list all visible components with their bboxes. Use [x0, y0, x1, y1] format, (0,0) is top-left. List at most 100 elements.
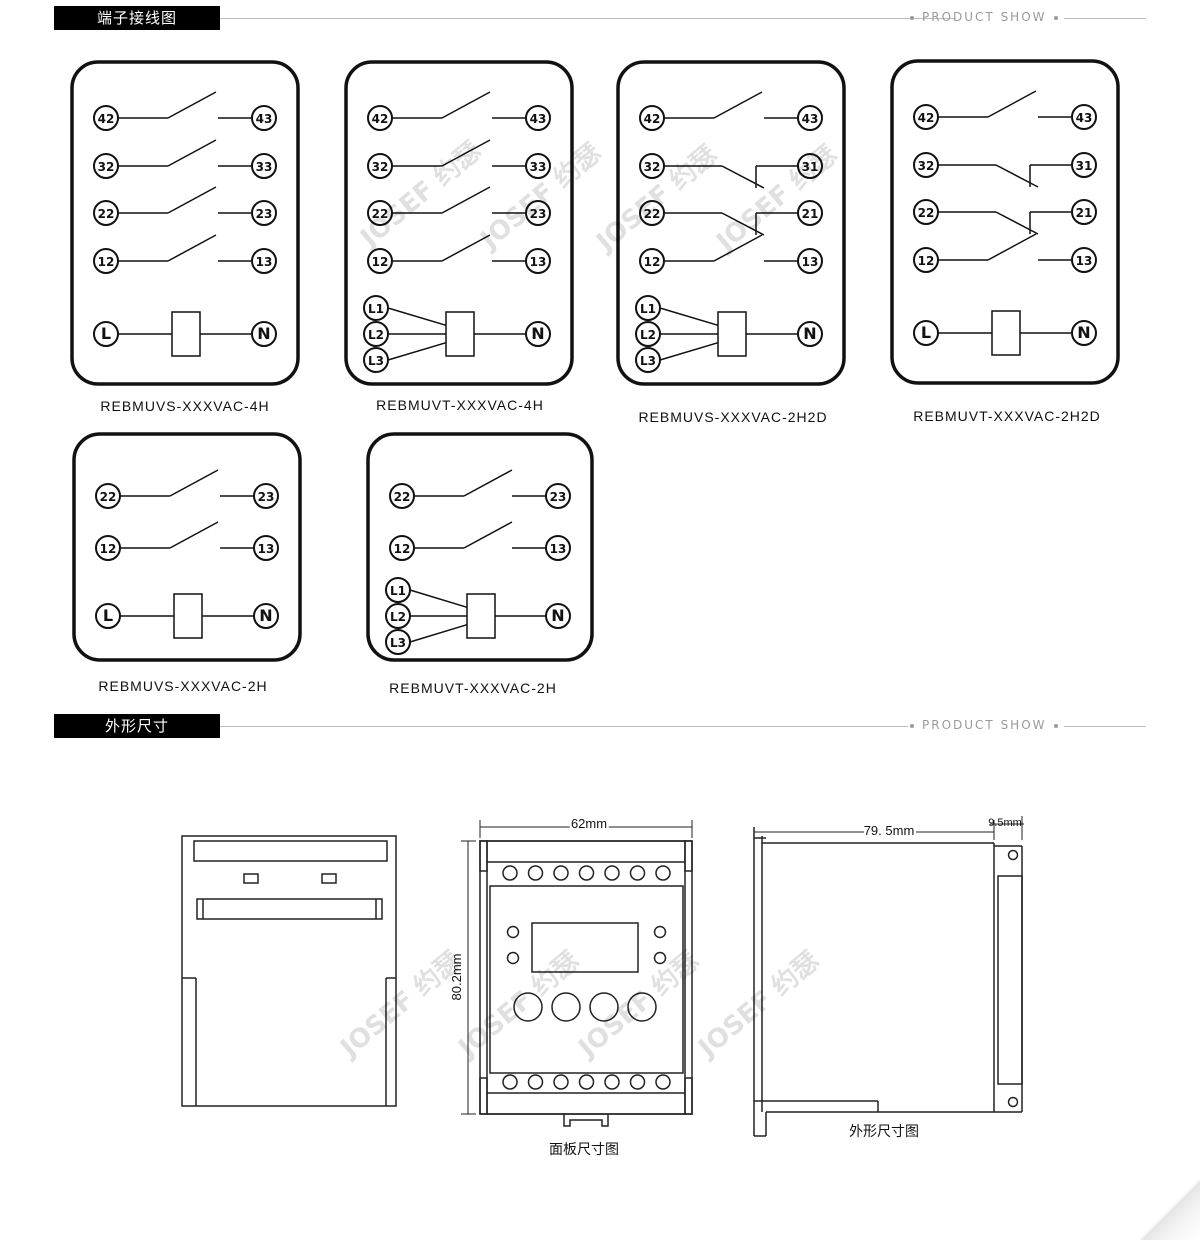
divider — [220, 18, 956, 19]
terminal-32: 32 — [639, 153, 665, 179]
panel-button — [627, 992, 657, 1022]
contact-switch — [938, 90, 1072, 118]
terminal-label: N — [551, 606, 564, 625]
terminal-label: L2 — [390, 610, 406, 624]
terminal-label: 33 — [530, 160, 547, 174]
terminal-label: 22 — [372, 207, 389, 221]
terminal-label: 42 — [918, 111, 935, 125]
terminal-label: 13 — [530, 255, 547, 269]
indicator-led — [506, 951, 520, 965]
contact-switch — [392, 139, 526, 167]
terminal-hole — [604, 1074, 620, 1090]
product-show-tag: PRODUCT SHOW — [922, 10, 1047, 24]
terminal-22: 22 — [639, 200, 665, 226]
dimension-section-header: 外形尺寸 PRODUCT SHOW — [54, 714, 1146, 740]
terminal-L: L — [913, 320, 939, 346]
terminal-N: N — [1071, 320, 1097, 346]
terminal-13: 13 — [545, 535, 571, 561]
terminal-N: N — [545, 603, 571, 629]
terminal-label: 12 — [394, 542, 411, 556]
terminal-hole — [527, 1074, 544, 1090]
diagram-frame — [890, 59, 1120, 385]
terminal-label: 43 — [256, 112, 273, 126]
panel-button — [551, 992, 581, 1022]
front-panel-drawing — [461, 820, 693, 1127]
terminal-label: N — [531, 324, 544, 343]
terminal-32: 32 — [913, 152, 939, 178]
terminal-13: 13 — [1071, 247, 1097, 273]
terminal-label: 12 — [372, 255, 389, 269]
terminal-L1: L1 — [385, 577, 411, 603]
terminal-label: 22 — [644, 207, 661, 221]
side-view-drawing — [181, 835, 397, 1107]
outline-view-drawing — [753, 816, 1024, 1137]
terminal-label: 22 — [394, 490, 411, 504]
terminal-21: 21 — [797, 200, 823, 226]
terminal-label: L — [101, 324, 111, 343]
wiring-section-title: 端子接线图 — [54, 6, 220, 30]
terminal-hole — [527, 865, 544, 881]
terminal-12: 12 — [367, 248, 393, 274]
watermark-layer: JOSEF 约瑟 JOSEF 约瑟 JOSEF 约瑟 JOSEF 约瑟 JOSE… — [333, 135, 843, 1065]
terminal-label: 12 — [918, 254, 935, 268]
watermark: JOSEF 约瑟 — [353, 135, 487, 255]
terminal-L2: L2 — [635, 321, 661, 347]
terminal-hole — [604, 865, 620, 881]
terminal-43: 43 — [251, 105, 277, 131]
terminal-33: 33 — [251, 153, 277, 179]
terminal-label: N — [257, 324, 270, 343]
terminal-label: 32 — [372, 160, 389, 174]
terminal-label: L2 — [368, 328, 384, 342]
model-label: REBMUVS-XXXVAC-2H — [98, 678, 268, 694]
indicator-led — [506, 925, 520, 939]
terminal-label: 13 — [1076, 254, 1093, 268]
model-label: REBMUVT-XXXVAC-2H2D — [913, 408, 1101, 424]
bullet-dot — [910, 724, 914, 728]
relay-coil — [466, 593, 496, 639]
terminal-label: N — [259, 606, 272, 625]
divider — [1064, 18, 1146, 19]
terminal-hole — [553, 865, 569, 881]
terminal-13: 13 — [253, 535, 279, 561]
indicator-led — [653, 951, 667, 965]
terminal-hole — [629, 865, 646, 881]
terminal-label: 42 — [372, 112, 389, 126]
terminal-12: 12 — [95, 535, 121, 561]
terminal-L3: L3 — [635, 347, 661, 373]
panel-button — [513, 992, 543, 1022]
relay-coil — [991, 310, 1021, 356]
contact-switch — [938, 233, 1072, 261]
watermark: JOSEF 约瑟 — [333, 945, 467, 1065]
terminal-43: 43 — [525, 105, 551, 131]
terminal-label: 21 — [802, 207, 819, 221]
terminal-label: 42 — [98, 112, 115, 126]
terminal-label: 32 — [98, 160, 115, 174]
terminal-13: 13 — [525, 248, 551, 274]
relay-coil — [171, 311, 201, 357]
terminal-42: 42 — [367, 105, 393, 131]
product-show-tag: PRODUCT SHOW — [922, 718, 1047, 732]
indicator-led — [653, 925, 667, 939]
terminal-12: 12 — [93, 248, 119, 274]
terminal-label: L — [921, 323, 931, 342]
contact-switch — [664, 234, 798, 262]
terminal-N: N — [797, 321, 823, 347]
terminal-label: 23 — [530, 207, 547, 221]
dimension-section-title: 外形尺寸 — [54, 714, 220, 738]
terminal-32: 32 — [367, 153, 393, 179]
terminal-label: 43 — [802, 112, 819, 126]
terminal-43: 43 — [1071, 104, 1097, 130]
contact-switch — [118, 186, 252, 214]
terminal-label: L — [103, 606, 113, 625]
coil-circuit — [120, 593, 254, 639]
terminal-label: 13 — [256, 255, 273, 269]
terminal-label: 23 — [258, 490, 275, 504]
terminal-L1: L1 — [635, 295, 661, 321]
terminal-label: 32 — [918, 159, 935, 173]
terminal-13: 13 — [797, 248, 823, 274]
panel-caption: 面板尺寸图 — [549, 1142, 619, 1158]
terminal-N: N — [253, 603, 279, 629]
